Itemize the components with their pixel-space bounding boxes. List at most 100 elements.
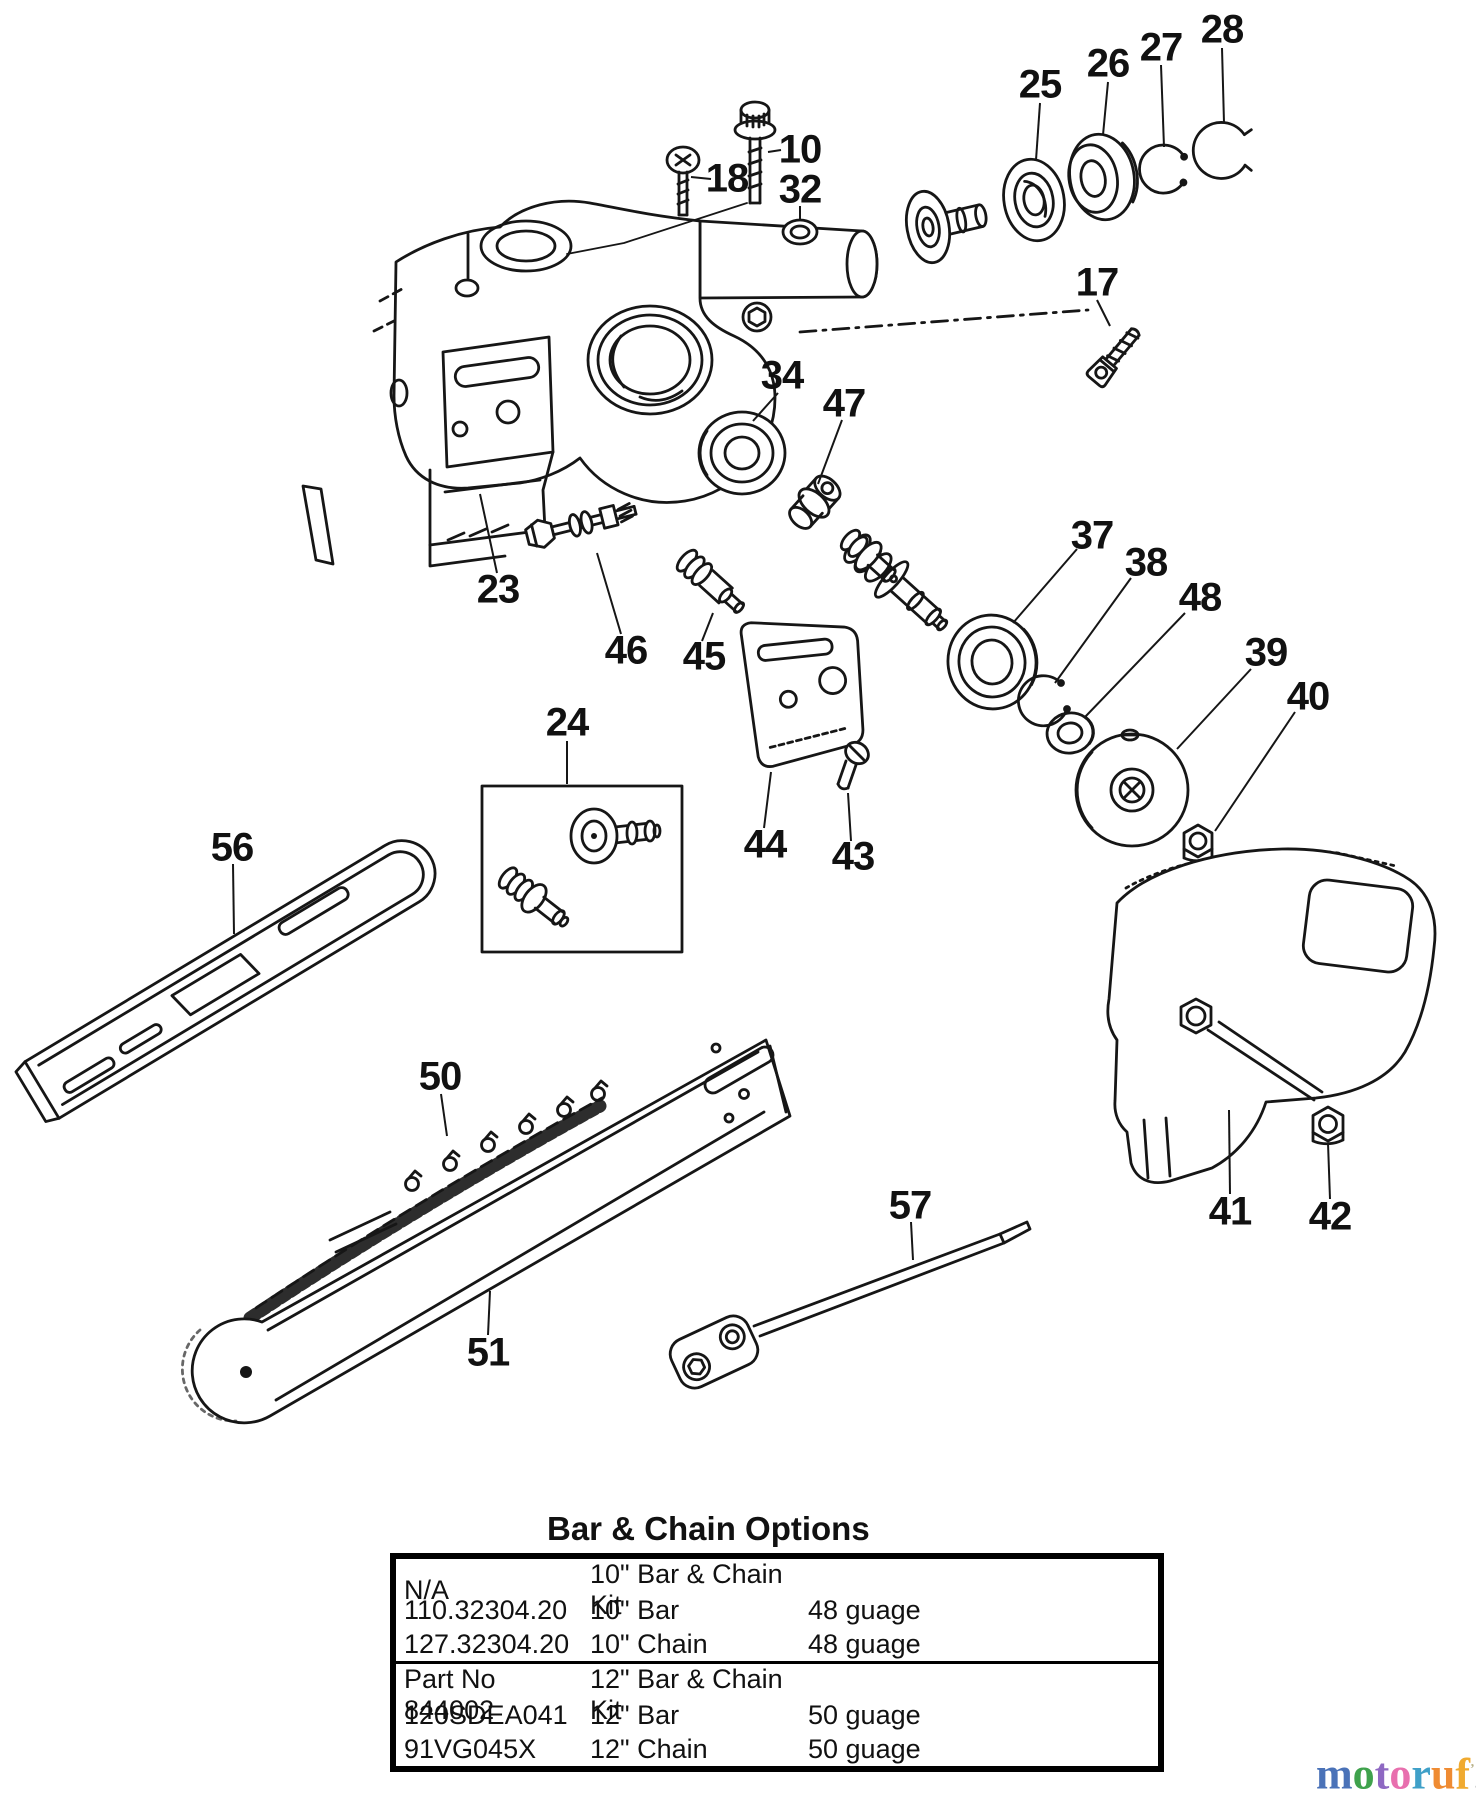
callout-43: 43 bbox=[831, 834, 875, 879]
leader-40 bbox=[1214, 711, 1296, 832]
part-coupler-47 bbox=[788, 474, 842, 530]
bar-chain-options-table: N/A 10" Bar & Chain Kit 110.32304.20 10" Ba… bbox=[390, 1553, 1164, 1772]
cell-gauge: 50 guage bbox=[808, 1733, 921, 1764]
callout-28: 28 bbox=[1200, 7, 1244, 52]
leader-45 bbox=[701, 612, 714, 642]
part-guide-bar bbox=[181, 1038, 792, 1425]
logo-tick: ’ bbox=[1469, 1762, 1475, 1777]
table-row: N/A 10" Bar & Chain Kit bbox=[396, 1559, 1158, 1620]
logo-letters: motoruf bbox=[1316, 1750, 1470, 1799]
cell-desc: 10" Bar bbox=[590, 1594, 680, 1625]
part-washer-32 bbox=[781, 218, 819, 246]
logo-letter: r bbox=[1411, 1749, 1431, 1799]
cell-desc: 10" Chain bbox=[590, 1628, 708, 1659]
align-line-17 bbox=[798, 308, 1090, 334]
logo-suffix: .de bbox=[1475, 1769, 1476, 1794]
leader-47 bbox=[817, 419, 843, 485]
part-stud-45 bbox=[675, 548, 745, 614]
cell-part: 127.32304.20 bbox=[404, 1628, 570, 1659]
logo-letter: t bbox=[1374, 1749, 1390, 1799]
callout-40: 40 bbox=[1286, 674, 1330, 719]
part-screw-43 bbox=[836, 740, 870, 791]
part-oiler-kit-24 bbox=[480, 784, 684, 954]
part-plate-44 bbox=[739, 621, 865, 768]
leader-27 bbox=[1160, 64, 1165, 148]
callout-17: 17 bbox=[1075, 260, 1119, 305]
callout-56: 56 bbox=[210, 825, 254, 870]
part-bearing-34 bbox=[697, 410, 787, 496]
leader-38 bbox=[1054, 577, 1132, 684]
callout-57: 57 bbox=[888, 1183, 932, 1228]
leader-39 bbox=[1176, 668, 1252, 750]
callout-24: 24 bbox=[545, 700, 589, 745]
part-bolt-46 bbox=[524, 502, 638, 549]
cell-part: Part No 844002 bbox=[404, 1664, 496, 1725]
table-row: Part No 844002 12" Bar & Chain Kit bbox=[396, 1664, 1158, 1725]
leader-46 bbox=[596, 552, 622, 635]
leader-56 bbox=[232, 863, 235, 935]
callout-37: 37 bbox=[1070, 513, 1114, 558]
part-bearing-25 bbox=[1002, 157, 1066, 243]
part-shaft-flange bbox=[904, 189, 988, 265]
leader-44 bbox=[763, 771, 772, 829]
leader-48 bbox=[1084, 612, 1186, 718]
cell-gauge: 48 guage bbox=[808, 1628, 921, 1659]
callout-38: 38 bbox=[1124, 540, 1168, 585]
part-nut-40 bbox=[1182, 823, 1214, 863]
logo-letter: m bbox=[1316, 1749, 1353, 1799]
callout-34: 34 bbox=[760, 353, 804, 398]
table-group-10in: N/A 10" Bar & Chain Kit 110.32304.20 10" Ba… bbox=[396, 1559, 1158, 1661]
part-snap-ring-28 bbox=[1191, 121, 1253, 180]
table-title: Bar & Chain Options bbox=[547, 1510, 870, 1547]
part-chain bbox=[243, 1079, 609, 1325]
callout-32: 32 bbox=[778, 167, 822, 212]
cell-desc: 12" Chain bbox=[590, 1733, 708, 1764]
part-mounting-bracket bbox=[301, 335, 555, 568]
part-bearing-26 bbox=[1067, 132, 1139, 222]
callout-42: 42 bbox=[1308, 1194, 1352, 1239]
cell-desc: 10" Bar & Chain Kit bbox=[590, 1559, 783, 1620]
callout-48: 48 bbox=[1178, 575, 1222, 620]
cell-gauge: 50 guage bbox=[808, 1699, 921, 1730]
logo-letter: o bbox=[1389, 1749, 1412, 1799]
cell-part: 91VG045X bbox=[404, 1733, 537, 1764]
part-bearing-37 bbox=[946, 613, 1039, 711]
leader-42 bbox=[1327, 1142, 1331, 1200]
callout-10: 10 bbox=[778, 127, 822, 172]
logo-letter: o bbox=[1352, 1749, 1375, 1799]
leader-43 bbox=[847, 792, 852, 842]
part-sprocket-39 bbox=[1074, 728, 1190, 848]
part-screw-17 bbox=[1085, 327, 1141, 389]
part-screw-18 bbox=[665, 145, 701, 217]
leader-28 bbox=[1221, 47, 1225, 124]
leader-10 bbox=[767, 149, 782, 153]
leader-41 bbox=[1228, 1109, 1231, 1195]
callout-46: 46 bbox=[604, 628, 648, 673]
callout-45: 45 bbox=[682, 634, 726, 679]
table-row: 127.32304.20 10" Chain 48 guage bbox=[396, 1627, 1158, 1661]
cell-part: N/A bbox=[404, 1574, 450, 1605]
leader-17 bbox=[1096, 299, 1111, 327]
cell-desc: 12" Bar & Chain Kit bbox=[590, 1664, 783, 1725]
table-row: 91VG045X 12" Chain 50 guage bbox=[396, 1732, 1158, 1766]
callout-27: 27 bbox=[1139, 25, 1183, 70]
logo-letter: u bbox=[1430, 1749, 1456, 1799]
part-bolt-10 bbox=[733, 100, 777, 205]
leader-50 bbox=[440, 1093, 448, 1137]
logo-letter: f bbox=[1455, 1749, 1470, 1799]
callout-39: 39 bbox=[1244, 630, 1288, 675]
callout-47: 47 bbox=[822, 381, 866, 426]
insertion-line bbox=[566, 202, 748, 255]
leader-18 bbox=[690, 176, 712, 180]
part-side-cover-41 bbox=[1106, 847, 1437, 1184]
cell-part: 110.32304.20 bbox=[404, 1594, 568, 1625]
leader-26 bbox=[1102, 81, 1109, 136]
cell-part: 120SDEA041 bbox=[404, 1699, 568, 1730]
callout-50: 50 bbox=[418, 1054, 462, 1099]
motoruf-logo: motoruf’.de bbox=[1316, 1748, 1476, 1800]
leader-57 bbox=[910, 1221, 914, 1261]
